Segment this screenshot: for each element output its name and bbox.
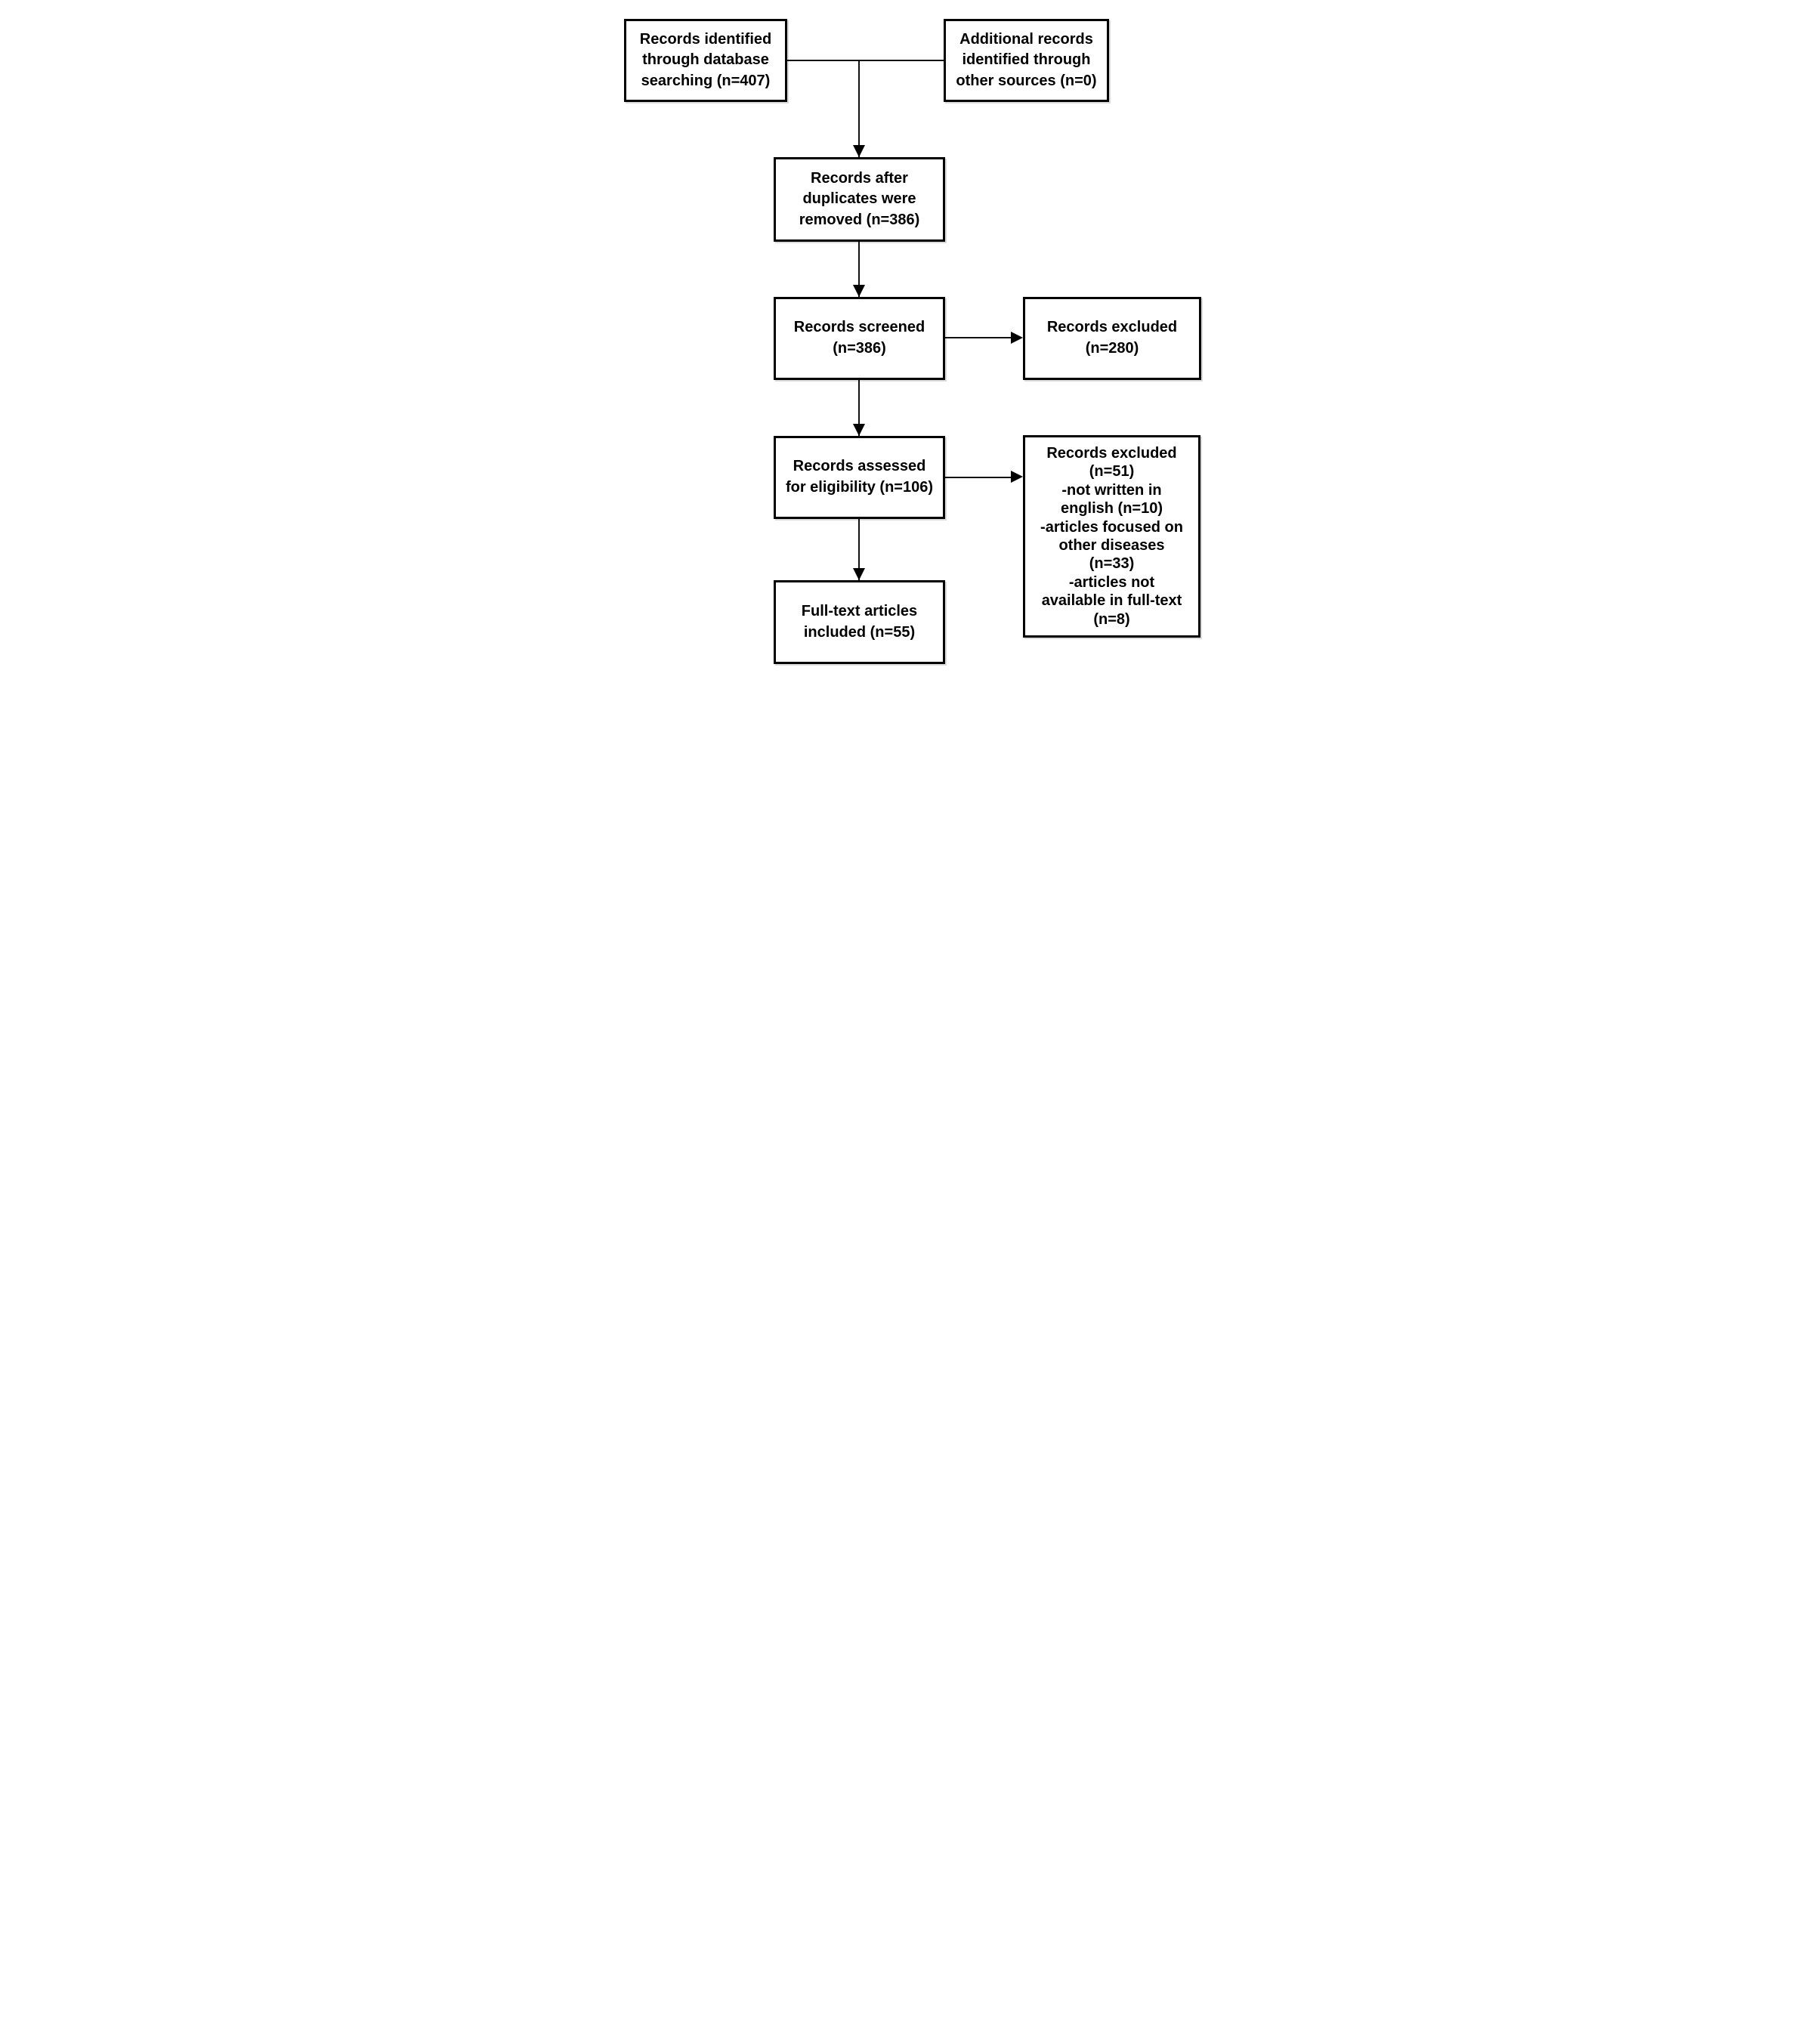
arrowhead-down-included (853, 568, 865, 580)
connector-duplicates-to-screened (858, 242, 860, 297)
box-records-assessed: Records assessed for eligibility (n=106) (774, 436, 945, 519)
box-records-excluded-eligibility: Records excluded (n=51) -not written in … (1023, 435, 1200, 638)
connector-merge-to-duplicates-removed (858, 60, 860, 157)
arrowhead-right-excluded-eligibility (1011, 471, 1023, 483)
box-records-excluded-screening: Records excluded (n=280) (1023, 297, 1201, 380)
connector-identified-to-additional (787, 60, 944, 61)
connector-screened-to-excluded (945, 337, 1012, 338)
arrowhead-right-excluded-screening (1011, 332, 1023, 344)
connector-assessed-to-included (858, 519, 860, 580)
box-full-text-included: Full-text articles included (n=55) (774, 580, 945, 664)
box-records-screened: Records screened (n=386) (774, 297, 945, 380)
box-records-identified: Records identified through database sear… (624, 19, 787, 102)
connector-screened-to-assessed (858, 380, 860, 436)
arrowhead-down-duplicates-removed (853, 145, 865, 157)
connector-assessed-to-excluded (945, 477, 1012, 478)
arrowhead-down-assessed (853, 424, 865, 436)
box-additional-records: Additional records identified through ot… (944, 19, 1109, 102)
arrowhead-down-screened (853, 285, 865, 297)
box-duplicates-removed: Records after duplicates were removed (n… (774, 157, 945, 242)
prisma-flow-diagram: Records identified through database sear… (607, 0, 1213, 681)
